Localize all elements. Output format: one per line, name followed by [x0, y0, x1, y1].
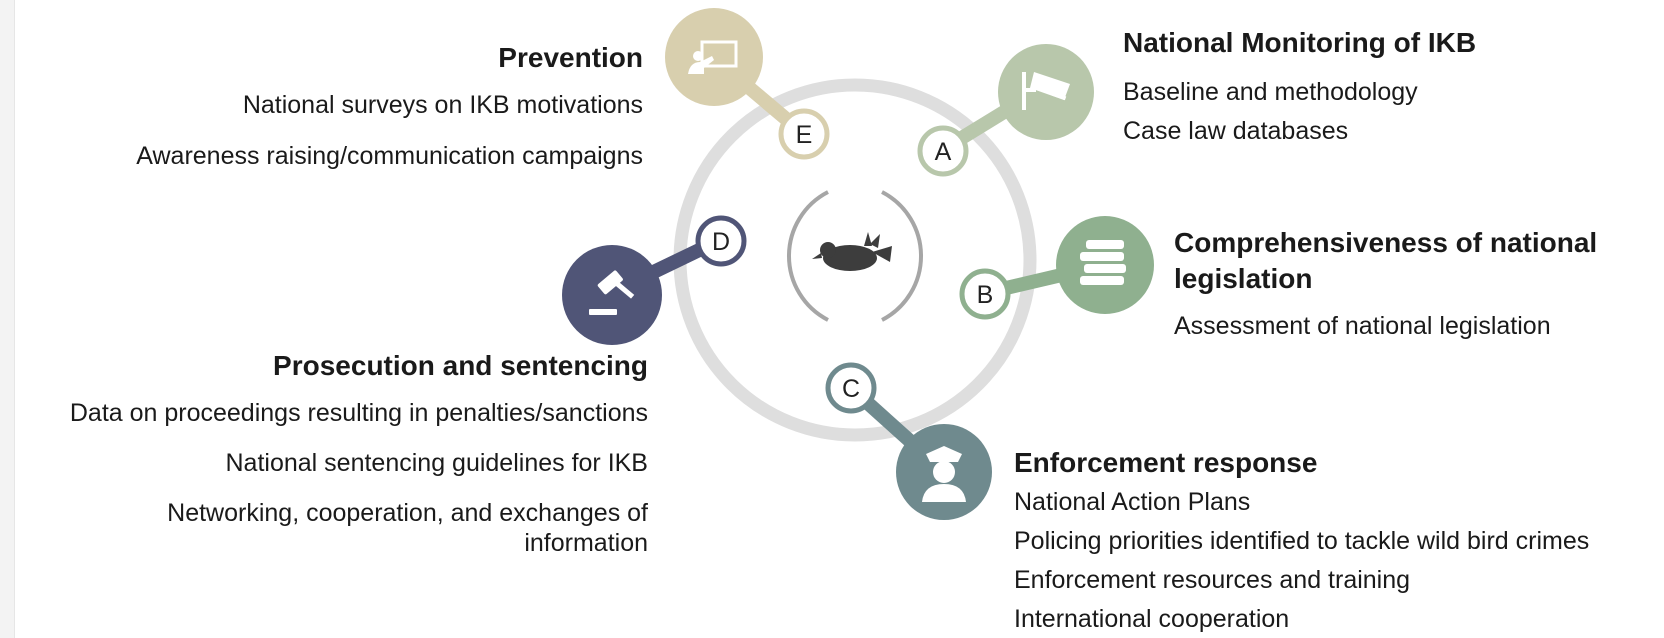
legislation-heading: Comprehensiveness of national legislatio…: [1174, 227, 1598, 294]
prosecution-item: National sentencing guidelines for IKB: [225, 449, 649, 477]
left-edge-strip: [0, 0, 15, 638]
police-officer-icon: [922, 446, 966, 502]
prosecution-heading: Prosecution and sentencing: [273, 350, 648, 381]
prosecution-item: Data on proceedings resulting in penalti…: [69, 399, 648, 427]
letter-a-badge: [917, 125, 969, 177]
letter-d: D: [712, 228, 730, 256]
letter-b: B: [977, 281, 994, 309]
letter-e-badge: [778, 108, 830, 160]
node-a: A: [917, 44, 1094, 177]
presentation-board-icon: [688, 40, 738, 74]
prevention-icon-circle: [665, 8, 763, 106]
letter-a: A: [935, 138, 952, 166]
letter-e: E: [796, 121, 813, 149]
prevention-item: National surveys on IKB motivations: [242, 91, 643, 119]
dead-bird-icon: [812, 232, 892, 271]
gavel-icon: [589, 270, 635, 315]
node-e: E: [665, 8, 830, 160]
prevention-block: Prevention National surveys on IKB motiv…: [60, 40, 643, 171]
legislation-block: Comprehensiveness of national legislatio…: [1174, 225, 1654, 341]
letter-c-badge: [825, 362, 877, 414]
legislation-item: Assessment of national legislation: [1174, 312, 1551, 340]
enforcement-item: Policing priorities identified to tackle…: [1014, 527, 1590, 555]
prevention-item: Awareness raising/communication campaign…: [136, 142, 643, 170]
monitoring-block: National Monitoring of IKB Baseline and …: [1123, 25, 1643, 146]
prosecution-block: Prosecution and sentencing Data on proce…: [10, 348, 648, 558]
monitoring-item: Case law databases: [1123, 117, 1349, 145]
prosecution-item: Networking, cooperation, and exchanges o…: [167, 499, 648, 557]
prevention-heading: Prevention: [498, 42, 643, 73]
inner-arc-left: [787, 190, 829, 322]
letter-b-badge: [959, 268, 1011, 320]
enforcement-heading: Enforcement response: [1014, 447, 1318, 478]
stacked-books-icon: [1080, 240, 1126, 285]
letter-c: C: [842, 375, 860, 403]
node-c: C: [825, 362, 992, 520]
enforcement-item: Enforcement resources and training: [1014, 566, 1411, 594]
letter-d-badge: [695, 215, 747, 267]
node-d: D: [562, 215, 747, 345]
enforcement-item: International cooperation: [1014, 605, 1290, 633]
prosecution-icon-circle: [562, 245, 662, 345]
inner-arc-right: [881, 190, 923, 322]
node-b: B: [959, 216, 1154, 320]
enforcement-item: National Action Plans: [1014, 488, 1251, 516]
monitoring-heading: National Monitoring of IKB: [1123, 27, 1477, 58]
enforcement-block: Enforcement response National Action Pla…: [1014, 445, 1664, 634]
surveillance-camera-icon: [1022, 72, 1070, 110]
monitoring-item: Baseline and methodology: [1123, 78, 1418, 106]
